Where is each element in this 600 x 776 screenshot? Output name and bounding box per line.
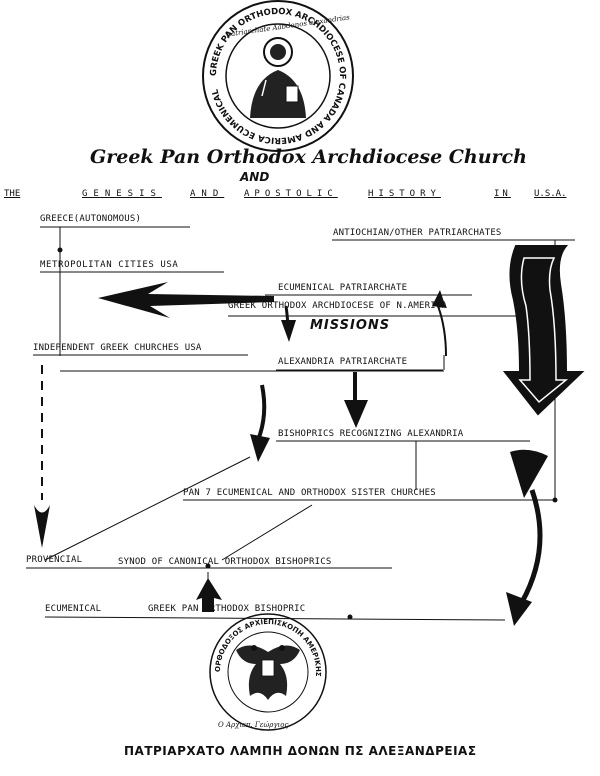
node-ecumenical-patriarchate: ECUMENICAL PATRIARCHATE <box>278 283 408 293</box>
node-synod: SYNOD OF CANONICAL ORTHODOX BISHOPRICS <box>118 557 332 567</box>
left-arrow <box>98 282 274 318</box>
node-greece: GREECE(AUTONOMOUS) <box>40 214 142 224</box>
bottom-seal-outer-ring <box>209 613 327 731</box>
christ-icon <box>250 37 306 118</box>
node-provencial: PROVENCIAL <box>26 555 83 565</box>
node-alexandria: ALEXANDRIA PATRIARCHATE <box>278 357 408 367</box>
up-arrow-loop <box>432 290 447 357</box>
bottom-seal-inner-ring <box>227 631 309 713</box>
node-greek-orthodox-archdiocese: GREEK ORTHODOX ARCHDIOCESE OF N.AMERICA <box>228 301 448 311</box>
node-bishoprics: BISHOPRICS RECOGNIZING ALEXANDRIA <box>278 429 464 439</box>
dashed-arrow <box>34 365 50 548</box>
node-greek-pan-bishopric: GREEK PAN ORTHODOX BISHOPRIC <box>148 604 306 614</box>
page-title: Greek Pan Orthodox Archdiocese Church <box>90 146 527 168</box>
genesis-word: GENESIS <box>82 189 162 199</box>
genesis-word: U.S.A. <box>534 189 567 199</box>
curved-arrow-left <box>250 384 270 462</box>
genesis-word: AND <box>190 189 225 199</box>
genesis-word: THE <box>4 189 21 199</box>
genesis-word: APOSTOLIC <box>244 189 338 199</box>
up-arrow-bottom <box>196 578 222 612</box>
right-curved-arrow <box>506 449 548 626</box>
double-headed-eagle-icon <box>236 645 300 700</box>
genesis-word: HISTORY <box>368 189 441 199</box>
node-independent: INDEPENDENT GREEK CHURCHES USA <box>33 343 202 353</box>
big-outlined-down-arrow <box>502 245 585 416</box>
node-missions: MISSIONS <box>310 318 391 333</box>
node-ecumenical: ECUMENICAL <box>45 604 102 614</box>
bottom-seal-signature: Ο Αρχιεπ. Γεώργιος <box>218 721 289 729</box>
and-word: AND <box>240 170 270 184</box>
top-seal-outer-ring <box>202 0 354 152</box>
node-antiochian: ANTIOCHIAN/OTHER PATRIARCHATES <box>333 228 502 238</box>
genesis-word: IN <box>494 189 511 199</box>
node-metropolitan: METROPOLITAN CITIES USA <box>40 260 179 270</box>
top-seal-inner-ring <box>225 23 331 129</box>
down-arrow-alexandria <box>344 372 368 428</box>
down-arrow-ecumenical <box>281 305 296 342</box>
genesis-line: THE GENESIS AND APOSTOLIC HISTORY IN U.S… <box>4 189 594 203</box>
node-pan-ecumenical: PAN 7 ECUMENICAL AND ORTHODOX SISTER CHU… <box>183 488 436 498</box>
footer-text: ΠΑΤΡΙΑΡΧΑΤΟ ΛΑΜΠΗ ΔΟΝΩΝ ΠΣ ΑΛΕΞΑΝΔΡΕΙΑΣ <box>124 744 477 758</box>
diagram-lines <box>26 226 575 621</box>
